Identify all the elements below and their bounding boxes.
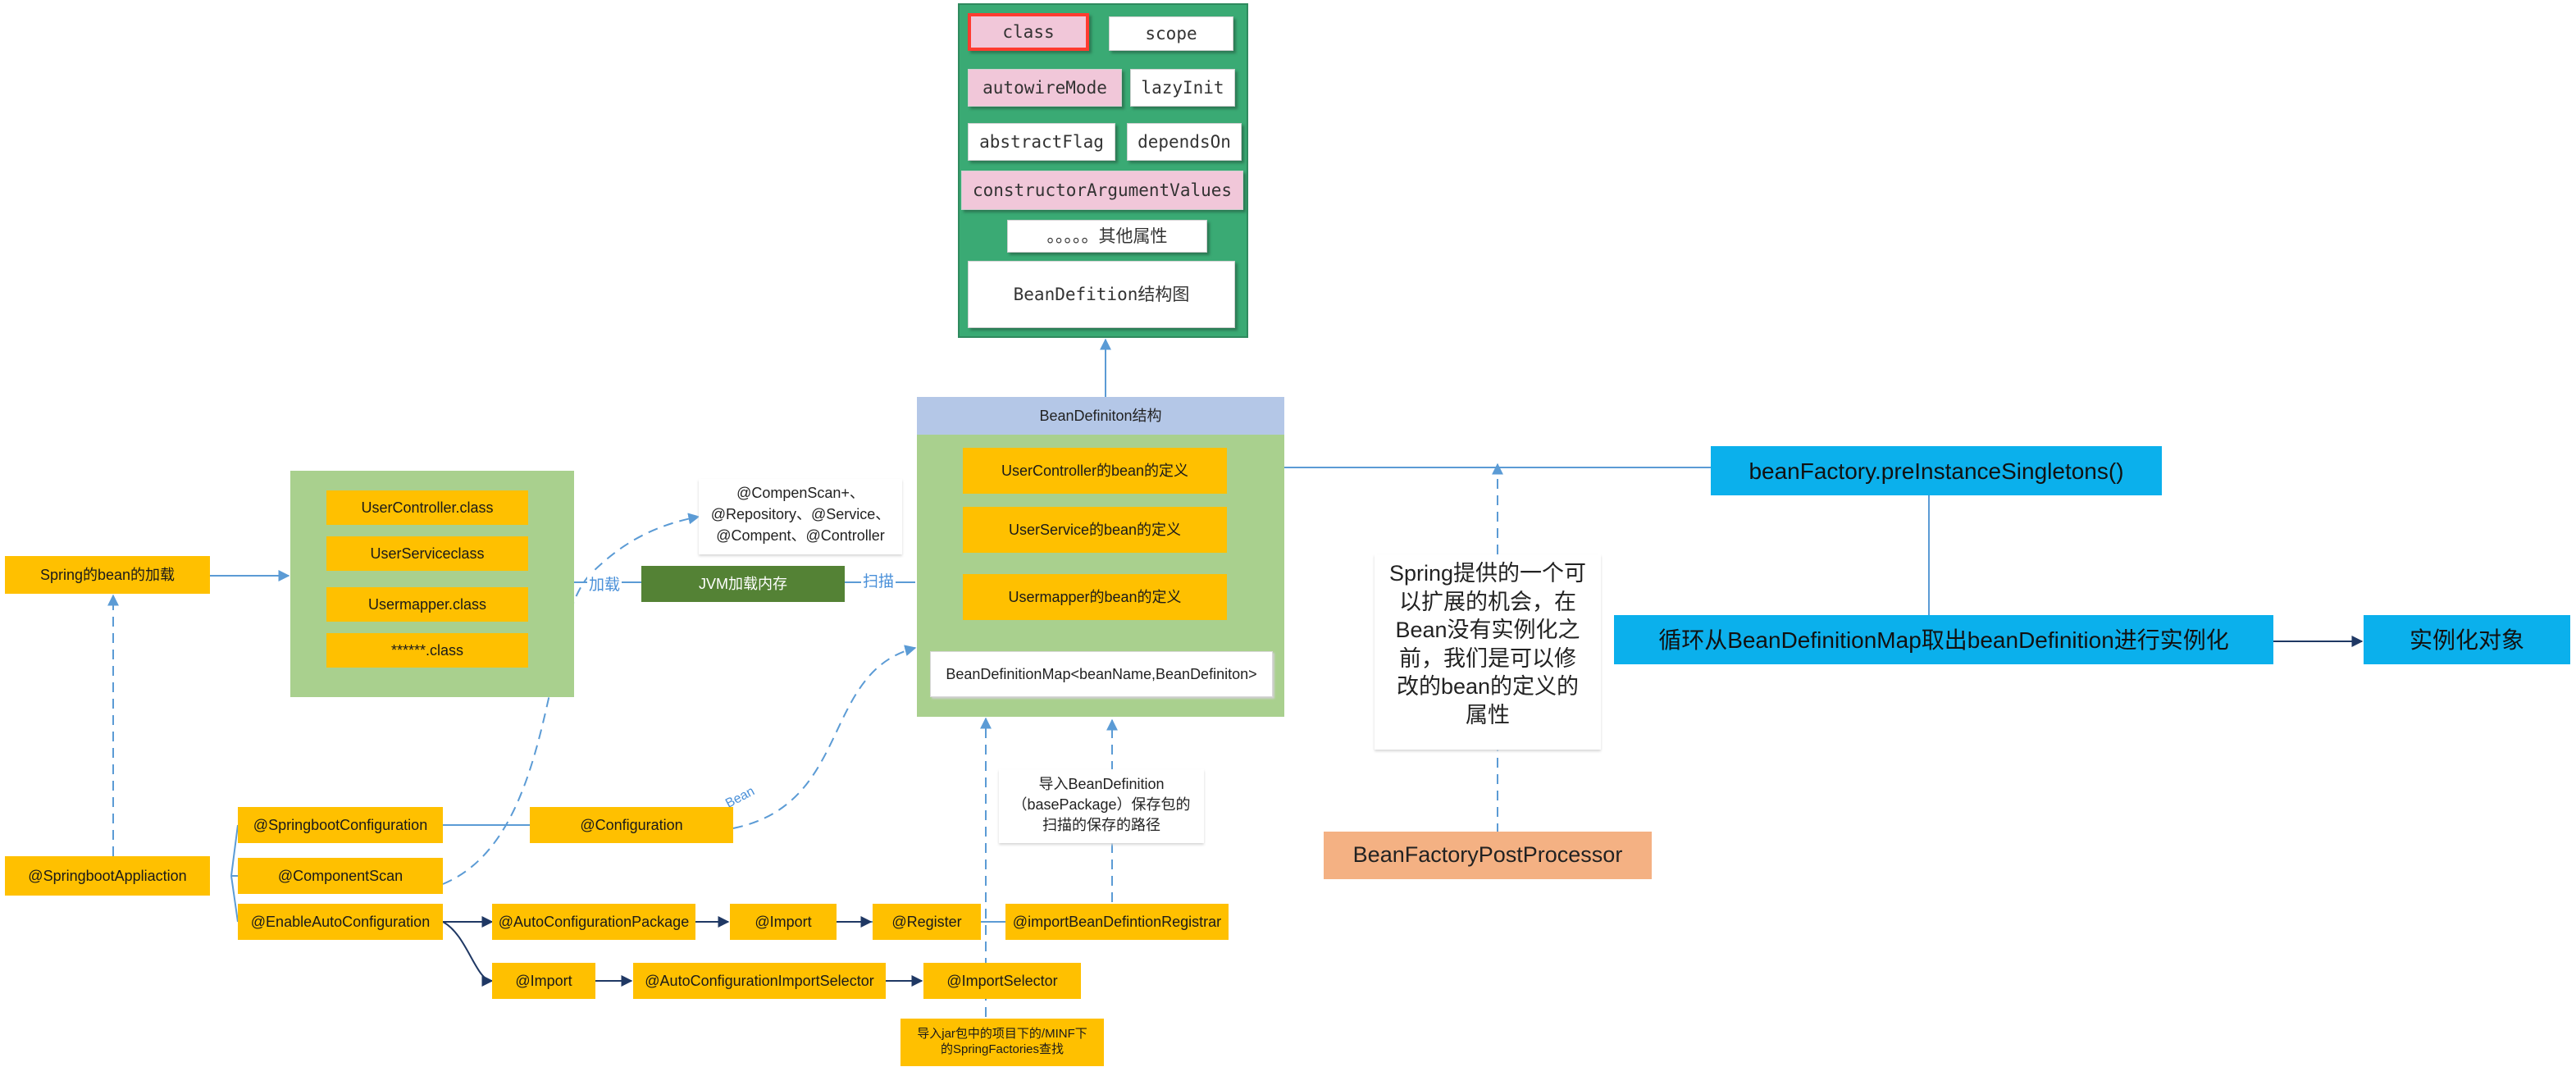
usermapper-definition[interactable]: Usermapper的bean的定义 [963,574,1227,620]
enable-auto-configuration[interactable]: @EnableAutoConfiguration [238,904,443,940]
spring-note-line-6: 属性 [1466,702,1510,727]
attr-depends-on[interactable]: dependsOn [1127,123,1242,161]
spring-extension-note: Spring提供的一个可 以扩展的机会，在 Bean没有实例化之 前，我们是可以… [1375,554,1601,750]
jvm-memory[interactable]: JVM加载内存 [641,566,845,602]
bean-definition-map[interactable]: BeanDefinitionMap<beanName,BeanDefiniton… [930,651,1273,697]
annotations-line-1: @CompenScan+、 [736,485,864,501]
user-controller-definition[interactable]: UserController的bean的定义 [963,448,1227,494]
springboot-application[interactable]: @SpringbootAppliaction [5,856,210,896]
annotations-line-2: @Repository、@Service、 [710,506,891,523]
register-annotation[interactable]: @Register [873,904,981,940]
component-scan[interactable]: @ComponentScan [238,858,443,894]
spring-bean-loading[interactable]: Spring的bean的加载 [5,556,210,594]
stereotype-annotations-note: @CompenScan+、 @Repository、@Service、 @Com… [699,479,902,554]
configuration[interactable]: @Configuration [530,807,733,843]
attr-lazy-init[interactable]: lazyInit [1130,69,1235,107]
attr-scope[interactable]: scope [1109,16,1233,51]
bean-definition-header: BeanDefiniton结构 [917,397,1284,435]
pre-instance-singletons[interactable]: beanFactory.preInstanceSingletons() [1711,446,2162,495]
instance-object[interactable]: 实例化对象 [2364,615,2570,664]
spring-note-line-3: Bean没有实例化之 [1395,618,1580,643]
auto-configuration-package[interactable]: @AutoConfigurationPackage [492,904,695,940]
attr-other[interactable]: 。。。。。其他属性 [1007,220,1207,253]
edge-label-scan: 扫描 [861,569,896,591]
import-annotation-2[interactable]: @Import [492,963,595,999]
attr-class[interactable]: class [968,13,1089,51]
spring-note-line-5: 改的bean的定义的 [1396,674,1580,700]
annotations-line-3: @Compent、@Controller [716,527,885,545]
import-note-line-3: 扫描的保存的路径 [1042,817,1160,834]
springboot-configuration[interactable]: @SpringbootConfiguration [238,807,443,843]
usermapper-class[interactable]: Usermapper.class [326,587,528,622]
import-annotation-1[interactable]: @Import [730,904,837,940]
other-classes[interactable]: ******.class [326,633,528,668]
jar-note-line-1: 导入jar包中的项目下的/MINF下 [917,1027,1087,1042]
instantiation-loop[interactable]: 循环从BeanDefinitionMap取出beanDefinition进行实例… [1614,615,2273,664]
attr-abstract-flag[interactable]: abstractFlag [968,123,1115,161]
attr-autowire-mode[interactable]: autowireMode [968,69,1122,107]
import-bean-definition-registrar[interactable]: @importBeanDefintionRegistrar [1005,904,1229,940]
import-bean-definition-note: 导入BeanDefinition （basePackage）保存包的 扫描的保存… [999,769,1204,843]
edge-label-load: 加载 [587,572,622,595]
import-note-line-2: （basePackage）保存包的 [1012,796,1191,814]
spring-note-line-4: 前，我们是可以修 [1399,645,1576,671]
jar-spring-factories-note: 导入jar包中的项目下的/MINF下 的SpringFactories查找 [900,1019,1104,1066]
spring-note-line-2: 以扩展的机会，在 [1399,589,1576,614]
user-service-definition[interactable]: UserService的bean的定义 [963,507,1227,553]
auto-configuration-import-selector[interactable]: @AutoConfigurationImportSelector [633,963,886,999]
jar-note-line-2: 的SpringFactories查找 [940,1042,1065,1056]
structure-caption: BeanDefition结构图 [968,261,1235,328]
import-selector[interactable]: @ImportSelector [923,963,1081,999]
attr-constructor-argument-values[interactable]: constructorArgumentValues [961,171,1243,210]
user-controller-class[interactable]: UserController.class [326,490,528,525]
spring-note-line-1: Spring提供的一个可 [1388,561,1587,586]
user-service-class[interactable]: UserServiceclass [326,536,528,571]
import-note-line-1: 导入BeanDefinition [1038,776,1165,792]
bean-factory-post-processor[interactable]: BeanFactoryPostProcessor [1324,832,1652,879]
